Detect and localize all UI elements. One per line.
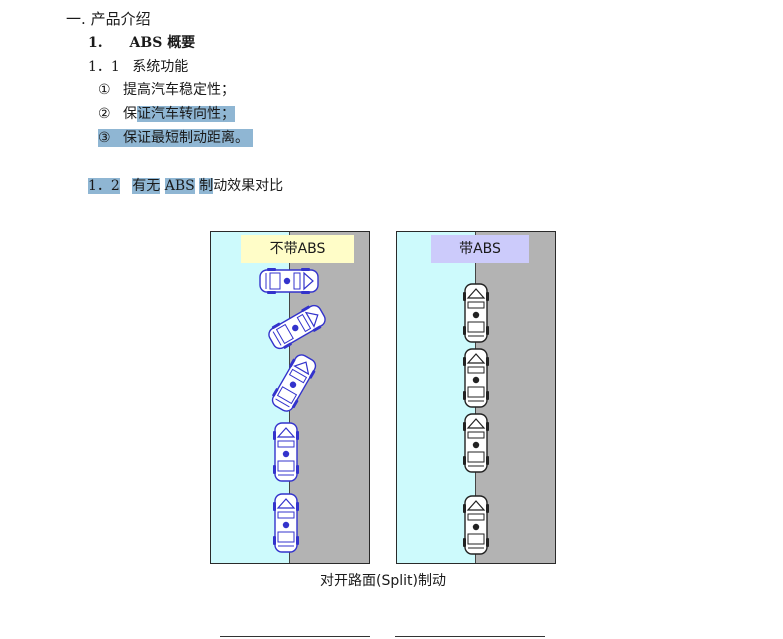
function-text: 提高汽车稳定性； [123,82,236,98]
section-number: 一. [66,10,86,28]
label-without-abs: 不带ABS [241,235,354,263]
section-heading: 一. 产品介绍 [66,10,151,28]
function-item-1: ① 提高汽车稳定性； [98,81,235,99]
car-with-abs [463,494,489,556]
function-item-3: ③ 保证最短制动距离。 [98,129,254,147]
function-text-a: 保 [123,106,138,122]
item-1-2-part2: ABS [164,178,195,194]
label-with-abs: 带ABS [431,235,529,263]
car-without-abs [258,268,320,294]
next-figure-top-edge [220,636,370,637]
car-with-abs [463,347,489,409]
next-figure-top-edge [395,636,545,637]
subsection-heading: 1. ABS 概要 [88,34,195,52]
car-without-abs [267,350,321,417]
item-1-2: 1．2 有无 ABS 制动效果对比 [88,177,283,195]
car-with-abs [463,412,489,474]
function-marker: ③ [98,130,111,146]
function-marker: ① [98,82,111,98]
function-text: 保证最短制动距离。 [123,130,250,146]
section-title: 产品介绍 [90,10,151,28]
function-marker: ② [98,106,111,122]
item-1-2-part3: 制 [199,178,214,194]
item-1-2-part4: 动效果对比 [213,178,284,194]
car-without-abs [273,492,299,554]
item-1-2-part1: 有无 [132,178,161,194]
function-item-2: ② 保证汽车转向性； [98,105,236,123]
figure-panel-without-abs [210,231,370,564]
function-text: 保证汽车转向性； [123,106,236,122]
figure-caption: 对开路面(Split)制动 [320,573,446,589]
subsection-number: 1. [88,35,103,51]
car-without-abs [273,421,299,483]
car-with-abs [463,282,489,344]
subsection-abbr: ABS [129,35,163,51]
item-1-1-number: 1．1 [88,59,120,75]
function-text-highlight: 证汽车转向性； [137,106,236,122]
subsection-title: 概要 [167,35,196,51]
item-1-2-number: 1．2 [88,178,120,194]
figure-panel-with-abs [396,231,556,564]
high-friction-road [476,232,555,563]
car-without-abs [264,300,331,354]
item-1-1: 1．1 系统功能 [88,58,188,76]
item-1-1-title: 系统功能 [132,59,189,75]
